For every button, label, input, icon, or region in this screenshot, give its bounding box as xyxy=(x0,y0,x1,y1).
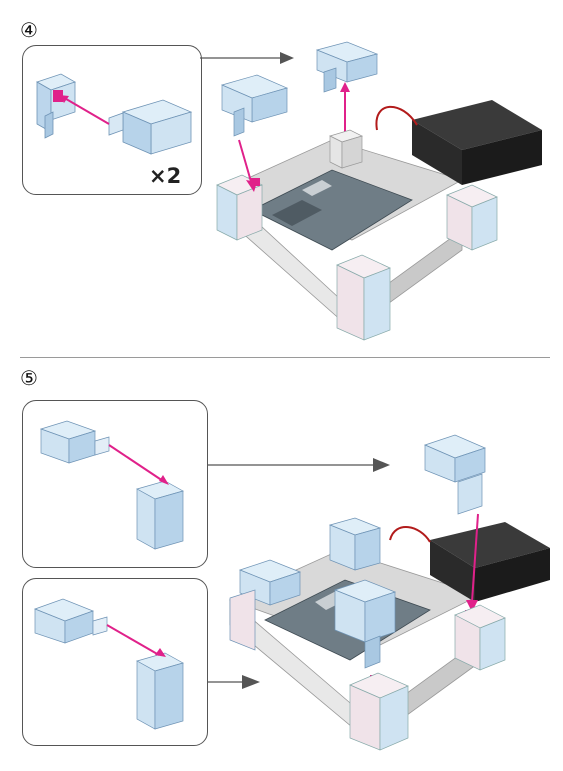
battery-wire xyxy=(375,105,418,131)
step-4-number: ④ xyxy=(20,18,38,42)
quantity-multiplier: ×2 xyxy=(149,164,182,188)
battery-wire xyxy=(389,526,431,543)
long-block xyxy=(108,99,193,155)
left-block-stack xyxy=(229,559,302,651)
magenta-socket xyxy=(53,90,63,102)
step-4-detail-panel: ×2 xyxy=(22,45,202,195)
falling-block-left xyxy=(220,74,289,137)
step-5-number: ⑤ xyxy=(20,366,38,390)
step-5-assembly-illustration xyxy=(228,434,550,751)
step-4-assembly-illustration xyxy=(216,41,542,341)
step-5-detail-illustration-bottom xyxy=(34,598,184,730)
step-5-lower-pointer-arrow xyxy=(208,675,260,689)
falling-block-right xyxy=(424,434,486,515)
step-5-detail-panel-bottom xyxy=(22,578,208,746)
arrow-down-icon xyxy=(466,600,478,612)
arrow-right-icon xyxy=(373,458,390,472)
socket-post xyxy=(329,129,363,169)
step-5-detail-panel-top xyxy=(22,400,208,568)
center-block xyxy=(328,517,382,571)
step-4-pointer-arrow xyxy=(200,52,294,64)
step-5-detail-illustration-top xyxy=(39,420,184,550)
corner-block-front xyxy=(349,672,409,751)
small-l-block xyxy=(36,73,76,139)
corner-block-right xyxy=(446,184,498,251)
battery-box xyxy=(412,100,542,185)
insert-arrow xyxy=(60,95,110,125)
battery-box xyxy=(430,522,550,602)
arrow-right-icon xyxy=(280,52,294,64)
falling-block-top xyxy=(315,41,379,93)
magenta-socket xyxy=(250,178,260,186)
front-block xyxy=(333,579,397,669)
step-5-pointer-arrow xyxy=(208,458,390,472)
step-divider xyxy=(20,357,550,358)
corner-block-right xyxy=(454,604,506,671)
step-4-detail-illustration xyxy=(36,73,193,155)
arrow-right-icon xyxy=(242,675,260,689)
circuit-board xyxy=(251,169,413,251)
corner-block-front xyxy=(336,254,391,341)
